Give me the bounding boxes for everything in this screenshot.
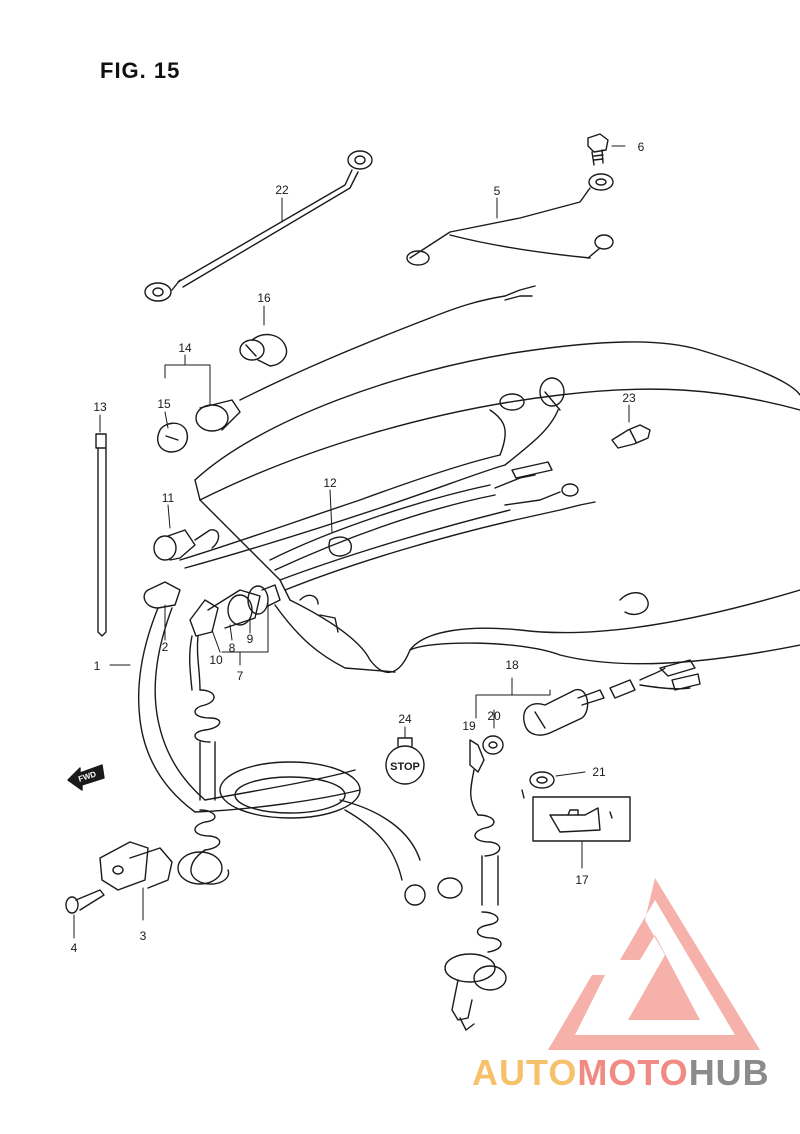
callout-6: 6	[638, 140, 645, 154]
part-7-10-connector	[189, 584, 281, 691]
part-22-ground-cable	[144, 150, 373, 302]
callout-9: 9	[247, 632, 254, 646]
leader-lines	[73, 145, 630, 939]
callout-11: 11	[162, 491, 175, 505]
watermark-moto: MOTO	[577, 1052, 689, 1093]
watermark-hub: HUB	[688, 1052, 770, 1093]
watermark-auto: AUTO	[472, 1052, 578, 1093]
part-3-clamp	[99, 841, 173, 891]
part-11-plug	[153, 529, 220, 561]
part-20-washer	[482, 735, 504, 755]
part-14-15-switch-lead	[157, 285, 536, 453]
stop-label: STOP	[390, 761, 420, 773]
callout-23: 23	[622, 391, 636, 405]
callout-4: 4	[71, 941, 78, 955]
callout-1: 1	[94, 659, 101, 673]
callout-16: 16	[257, 291, 271, 305]
callout-7: 7	[237, 669, 244, 683]
callout-24: 24	[398, 712, 412, 726]
callout-22: 22	[275, 183, 289, 197]
forward-arrow-icon	[67, 764, 105, 791]
part-6-bolt	[587, 133, 609, 166]
watermark-logo-icon	[548, 878, 760, 1050]
part-13-cable-tie	[95, 433, 107, 637]
part-4-screw	[65, 889, 105, 914]
part-12-main-harness	[179, 377, 596, 591]
part-18-switch	[523, 659, 701, 736]
callout-17: 17	[575, 873, 589, 887]
callout-15: 15	[157, 397, 171, 411]
callout-18: 18	[505, 658, 519, 672]
part-5-branch-cable	[406, 173, 614, 266]
callout-14: 14	[178, 341, 192, 355]
callout-12: 12	[323, 476, 337, 490]
callout-2: 2	[162, 640, 169, 654]
left-coil-cord	[177, 689, 230, 885]
callout-8: 8	[229, 641, 236, 655]
callout-20: 20	[487, 709, 501, 723]
callout-labels: 1 2 3 4 5 6 7 8 9 10 11 12 13 14 15 16 1…	[71, 140, 645, 955]
part-23-pin	[611, 424, 651, 449]
watermark-text: AUTOMOTOHUB	[472, 1052, 770, 1094]
part-21-washer	[521, 771, 555, 799]
callout-13: 13	[93, 400, 107, 414]
callout-5: 5	[494, 184, 501, 198]
part-16-grommet	[239, 333, 288, 367]
part-19-lanyard-cord	[444, 739, 507, 1031]
part-17-oil-label	[532, 796, 631, 842]
callout-3: 3	[140, 929, 147, 943]
callout-10: 10	[209, 653, 223, 667]
callout-19: 19	[462, 719, 476, 733]
figure-title: FIG. 15	[100, 58, 181, 83]
callout-21: 21	[592, 765, 606, 779]
hull-outline	[194, 341, 800, 673]
part-1-2-main-cable	[137, 581, 463, 906]
